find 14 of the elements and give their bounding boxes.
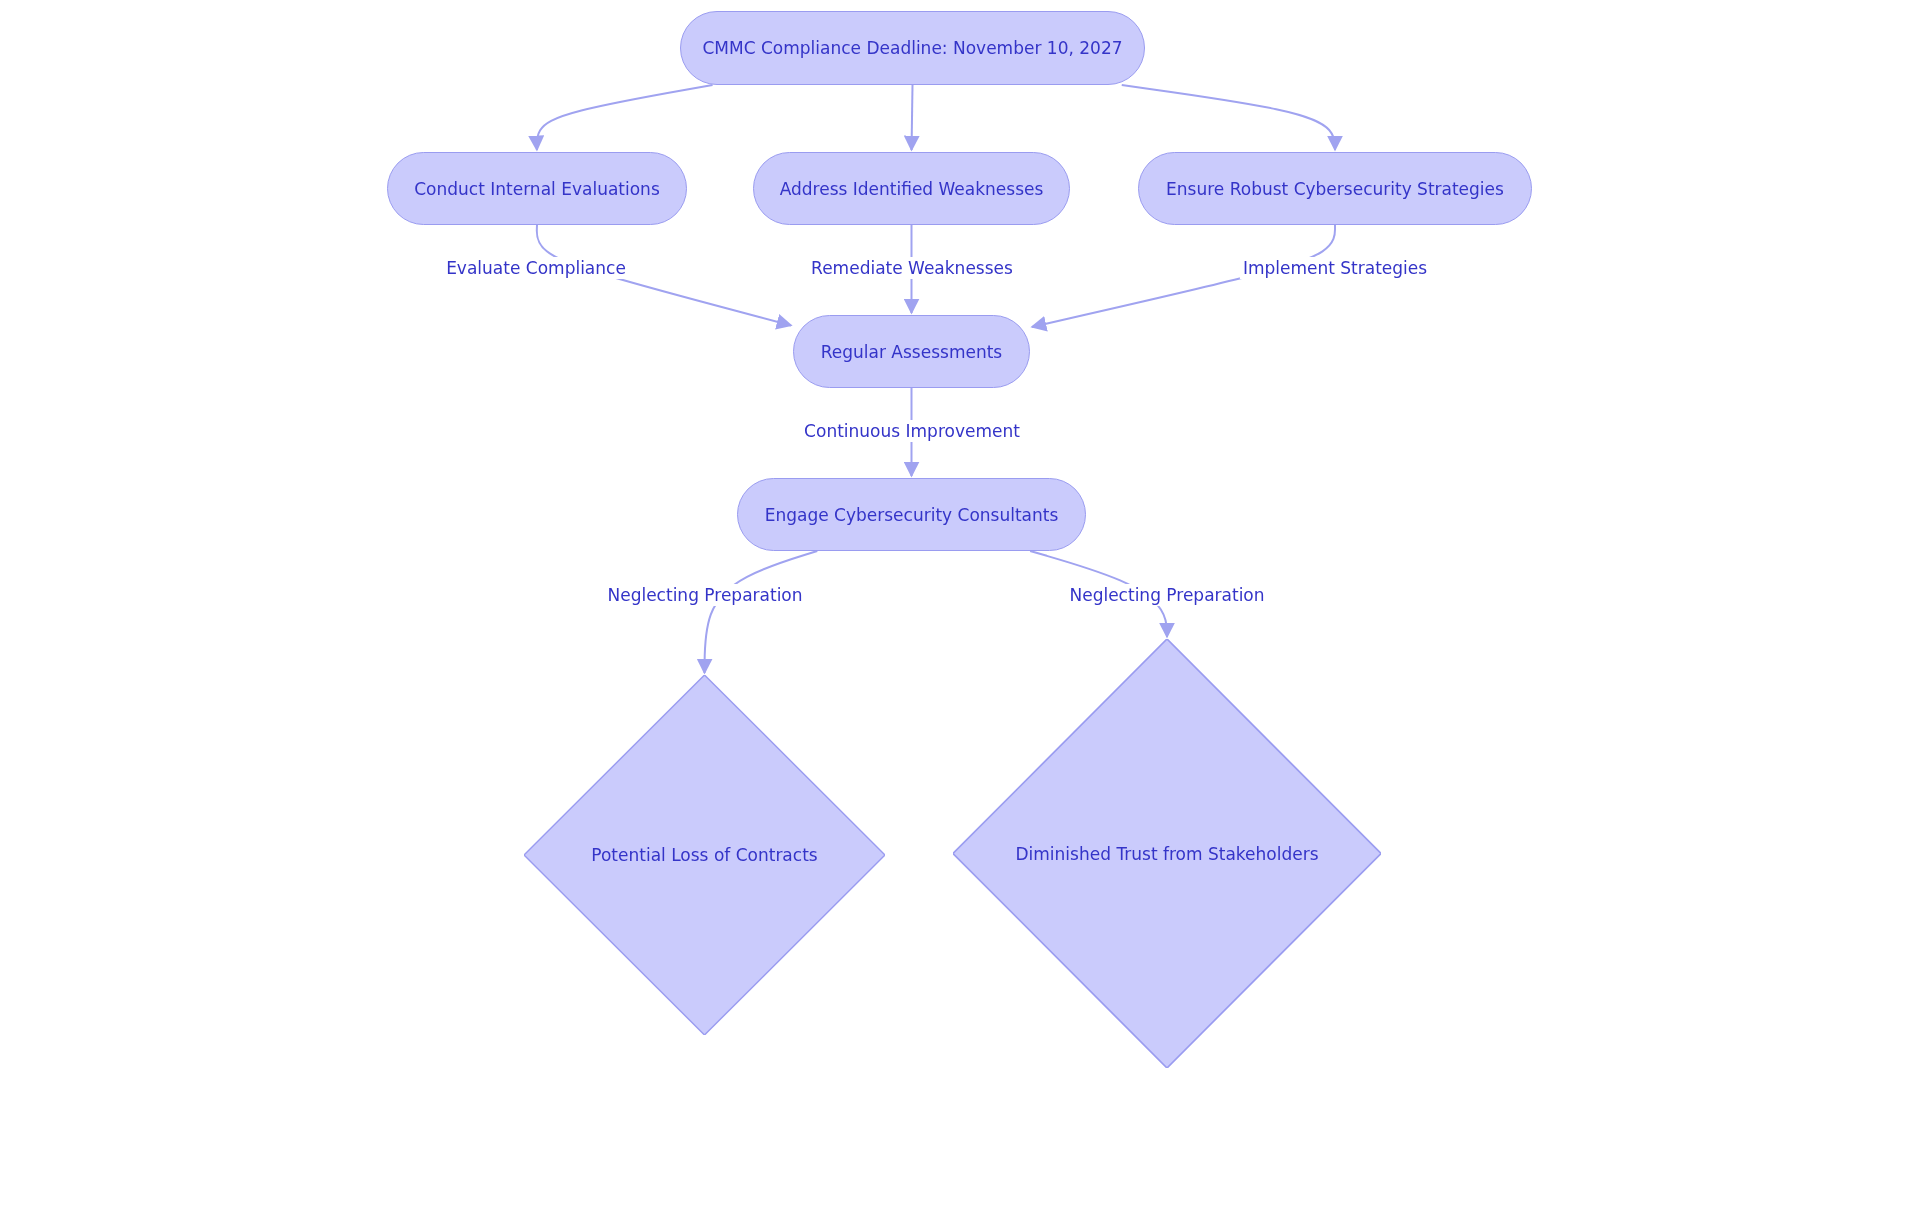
arrow (528, 84, 714, 152)
arrow (903, 84, 920, 152)
decision-diamond (524, 675, 885, 1035)
node-text: Regular Assessments (819, 341, 1004, 362)
node-text: Conduct Internal Evaluations (413, 178, 661, 199)
node-text: Potential Loss of Contracts (590, 845, 819, 865)
process-box (793, 315, 1030, 388)
decision-diamond (953, 639, 1381, 1068)
node-text: Diminished Trust from Stakeholders (1014, 843, 1320, 864)
node-text: CMMC Compliance Deadline: November 10, 2027 (701, 38, 1124, 58)
node-text: Address Identified Weaknesses (778, 178, 1045, 199)
node-text: Engage Cybersecurity Consultants (763, 504, 1060, 525)
node-text: Ensure Robust Cybersecurity Strategies (1165, 178, 1505, 199)
arrow (1120, 84, 1343, 152)
